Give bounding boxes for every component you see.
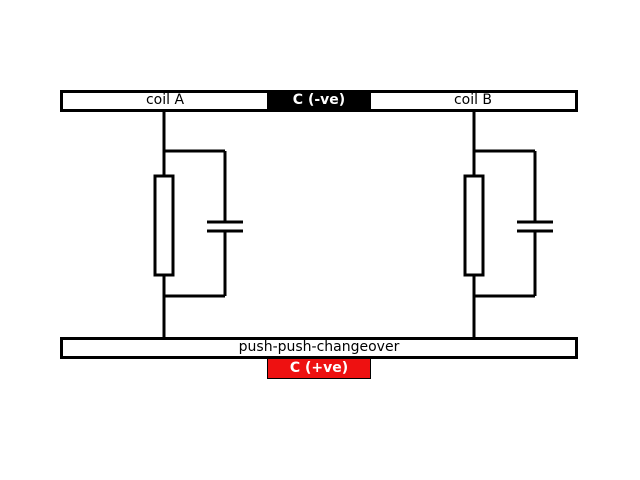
bottom-bar [60, 337, 578, 359]
push-push-changeover-label: push-push-changeover [238, 339, 400, 355]
left-resistor [153, 174, 175, 277]
coil-a-label: coil A [145, 92, 185, 108]
coil-b-label: coil B [453, 92, 493, 108]
right-resistor [463, 174, 485, 277]
negative-terminal-label: C (-ve) [267, 90, 371, 112]
positive-terminal-label: C (+ve) [267, 358, 371, 379]
